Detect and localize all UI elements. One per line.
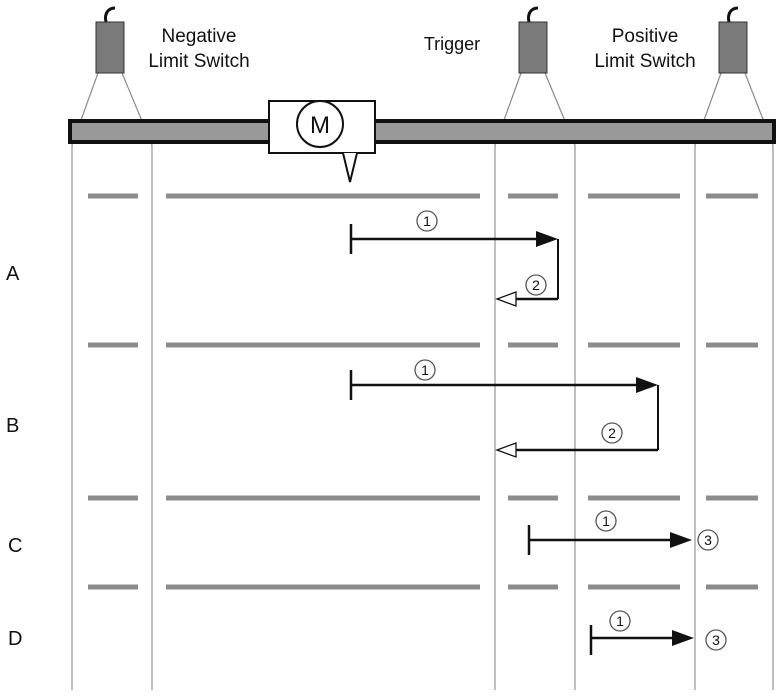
row-a-step1-arrowhead [536,231,558,247]
row-label-c: C [8,535,22,557]
row-separators [88,193,758,590]
row-a-step2-arrowhead [495,291,517,307]
row-a-moves: 1 2 [349,210,559,307]
positive-limit-sensor [718,6,748,74]
row-label-a: A [6,263,20,285]
row-d-step3-marker [705,629,727,651]
row-c-moves: 1 3 [527,510,719,555]
row-d-step1-number: 1 [616,613,624,629]
rail [68,119,776,144]
row-c-step1-arrowhead [670,532,692,548]
row-b-step1-marker [414,359,436,381]
motor-circle [296,100,344,148]
guide-lines [71,145,774,690]
row-label-d: D [8,628,22,650]
row-a-step1-number: 1 [423,213,431,229]
row-label-b: B [6,415,19,437]
trigger-sensor [518,6,548,74]
row-d-step3-number: 3 [712,632,720,648]
row-c-step3-marker [697,529,719,551]
row-c-step1-number: 1 [602,513,610,529]
negative-label-line1: Negative [162,26,237,47]
positive-label-line2: Limit Switch [594,51,695,72]
motor-carriage: M [268,100,376,183]
positive-label-line1: Positive [612,26,679,47]
row-d-step1-arrowhead [672,630,694,646]
row-b-step2-arrowhead [495,442,517,458]
row-c-step1-marker [595,510,617,532]
row-a-step1-marker [416,210,438,232]
row-b-step1-arrowhead [636,377,658,393]
motor-label: M [310,112,330,139]
row-c-step3-number: 3 [704,532,712,548]
negative-limit-sensor [95,6,125,74]
row-b-step2-number: 2 [608,425,616,441]
row-d-step1-marker [609,610,631,632]
row-b-step1-number: 1 [421,362,429,378]
row-a-step2-marker [525,274,547,296]
trigger-label: Trigger [424,34,480,54]
row-b-step2-marker [601,422,623,444]
negative-label-line2: Limit Switch [148,51,249,72]
row-a-step2-number: 2 [532,277,540,293]
carriage-pointer [342,152,358,183]
row-d-moves: 1 3 [589,610,727,655]
row-b-moves: 1 2 [349,359,659,458]
